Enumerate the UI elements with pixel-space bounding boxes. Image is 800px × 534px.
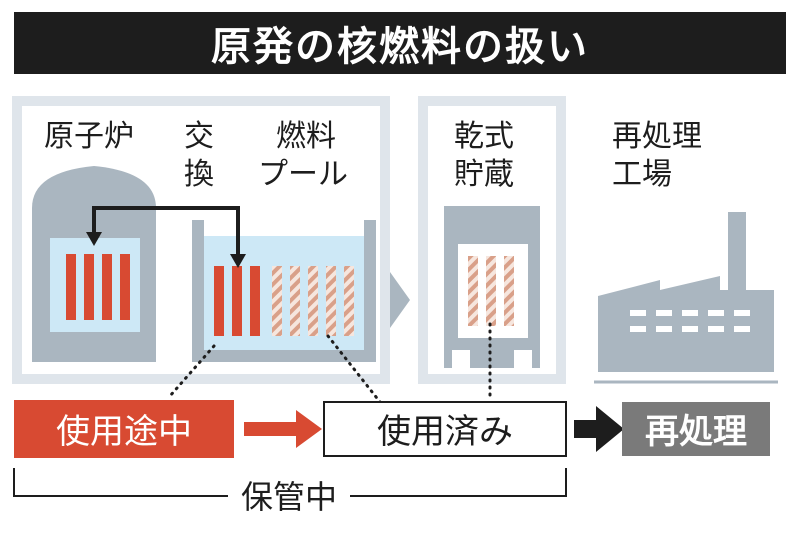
fuel-pool-water [204,236,364,350]
dry-storage-label-2: 貯蔵 [454,157,514,192]
storage-bracket [13,468,567,497]
fuel-rod-in-use [102,254,112,320]
plant-window [656,326,672,332]
stage-in-use-box [14,400,234,458]
reactor-label: 原子炉 [44,119,134,154]
leader-used-pool [326,334,382,404]
pool-label-2: プール [258,157,348,192]
plant-window [682,326,698,332]
arrow-to-used-icon [244,410,322,448]
chevron-icon [390,272,410,328]
dry-cask-foot [452,350,470,368]
plant-window [682,310,698,316]
exchange-arrowhead-pool [230,254,246,268]
leader-in-use [168,344,216,398]
fuel-rod-used [290,266,300,336]
fuel-rod-used [326,266,336,336]
fuel-rod-used [486,256,496,326]
fuel-rod-used [272,266,282,336]
reprocessing-plant-label-2: 工場 [612,157,672,192]
plant-window [708,310,724,316]
fuel-rod-in-use [250,266,260,336]
dry-storage-label-1: 乾式 [454,119,514,154]
page-title: 原発の核燃料の扱い [14,12,786,74]
fuel-rod-in-use [214,266,224,336]
plant-window [734,326,750,332]
stage-used-box [323,401,567,457]
exchange-connector [92,206,240,264]
plant-window [734,310,750,316]
stage-used-label: 使用済み [377,412,513,452]
exchange-label-1: 交 [184,119,214,154]
fuel-rod-used [468,256,478,326]
fuel-rod-used [308,266,318,336]
pool-label-1: 燃料 [276,119,336,154]
fuel-rod-used [344,266,354,336]
dry-cask-foot [514,350,532,368]
plant-chimney [728,212,746,292]
exchange-label-2: 換 [184,157,214,192]
fuel-rod-in-use [84,254,94,320]
plant-window [656,310,672,316]
fuel-rod-in-use [120,254,130,320]
storage-label: 保管中 [241,478,337,516]
exchange-arrowhead-reactor [86,232,102,246]
plant-window [630,310,646,316]
reprocessing-plant [598,276,774,372]
plant-window [708,326,724,332]
stage-reprocess-box [622,402,770,456]
fuel-rod-in-use [66,254,76,320]
plant-window [630,326,646,332]
fuel-rod-used [504,256,514,326]
stage-reprocess-label: 再処理 [645,412,747,452]
stage-in-use-label: 使用途中 [56,412,192,452]
reprocessing-plant-label-1: 再処理 [612,119,702,154]
fuel-rod-in-use [232,266,242,336]
arrow-to-reprocess-icon [574,406,624,452]
